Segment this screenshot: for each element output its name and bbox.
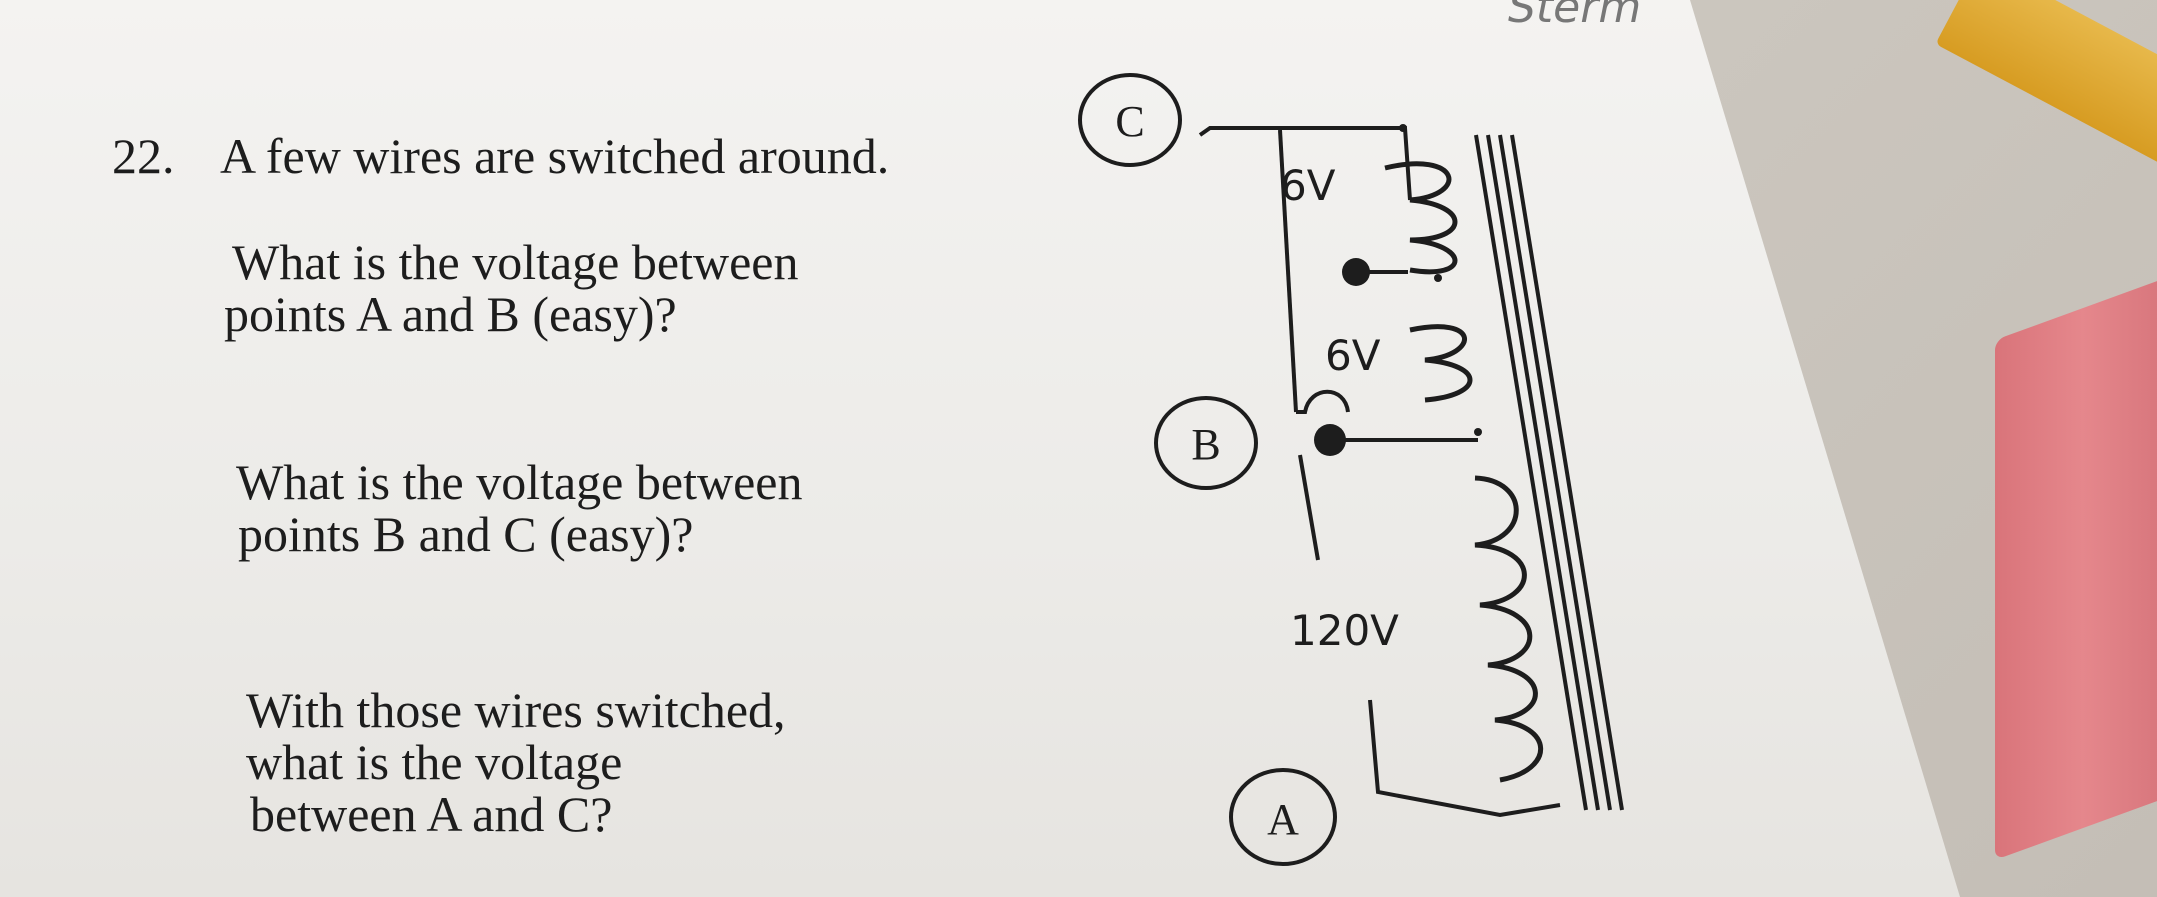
subquestion-3-line-3: between A and C? bbox=[250, 786, 613, 842]
wire-a-bottom bbox=[1368, 699, 1561, 818]
transformer-core bbox=[1474, 134, 1624, 811]
wire-left-vertical bbox=[1278, 129, 1298, 413]
point-c-label: C bbox=[1115, 97, 1144, 146]
polarity-dot-2 bbox=[1434, 274, 1442, 282]
wire-b-down bbox=[1298, 454, 1320, 561]
subquestion-2-line-2: points B and C (easy)? bbox=[238, 506, 694, 562]
point-a-marker: A bbox=[1229, 768, 1337, 866]
subquestion-1-line-2: points A and B (easy)? bbox=[224, 286, 677, 342]
point-a-label: A bbox=[1267, 795, 1299, 844]
coil-top bbox=[1384, 161, 1458, 275]
voltage-label-bottom: 120V bbox=[1290, 606, 1399, 655]
question-title: A few wires are switched around. bbox=[220, 128, 890, 184]
subquestion-2-line-1: What is the voltage between bbox=[236, 454, 803, 510]
polarity-dot-1 bbox=[1399, 124, 1407, 132]
coil-bottom bbox=[1474, 475, 1544, 783]
coil-middle bbox=[1409, 324, 1473, 403]
wire-hop-over bbox=[1296, 389, 1350, 414]
junction-dot-top bbox=[1342, 258, 1370, 286]
handwritten-note: Sterm bbox=[1508, 0, 1642, 33]
question-number: 22. bbox=[112, 128, 175, 184]
point-b-marker: B bbox=[1154, 396, 1258, 490]
subquestion-3-line-1: With those wires switched, bbox=[246, 682, 786, 738]
point-b-label: B bbox=[1191, 420, 1220, 469]
junction-dot-b bbox=[1314, 424, 1346, 456]
subquestion-3-line-2: what is the voltage bbox=[246, 734, 623, 790]
polarity-dot-3 bbox=[1474, 428, 1482, 436]
voltage-label-middle: 6V bbox=[1325, 331, 1381, 380]
subquestion-1-line-1: What is the voltage between bbox=[232, 234, 799, 290]
point-c-marker: C bbox=[1078, 73, 1182, 167]
voltage-label-top: 6V bbox=[1280, 161, 1336, 210]
wire-c-top bbox=[1198, 126, 1412, 201]
